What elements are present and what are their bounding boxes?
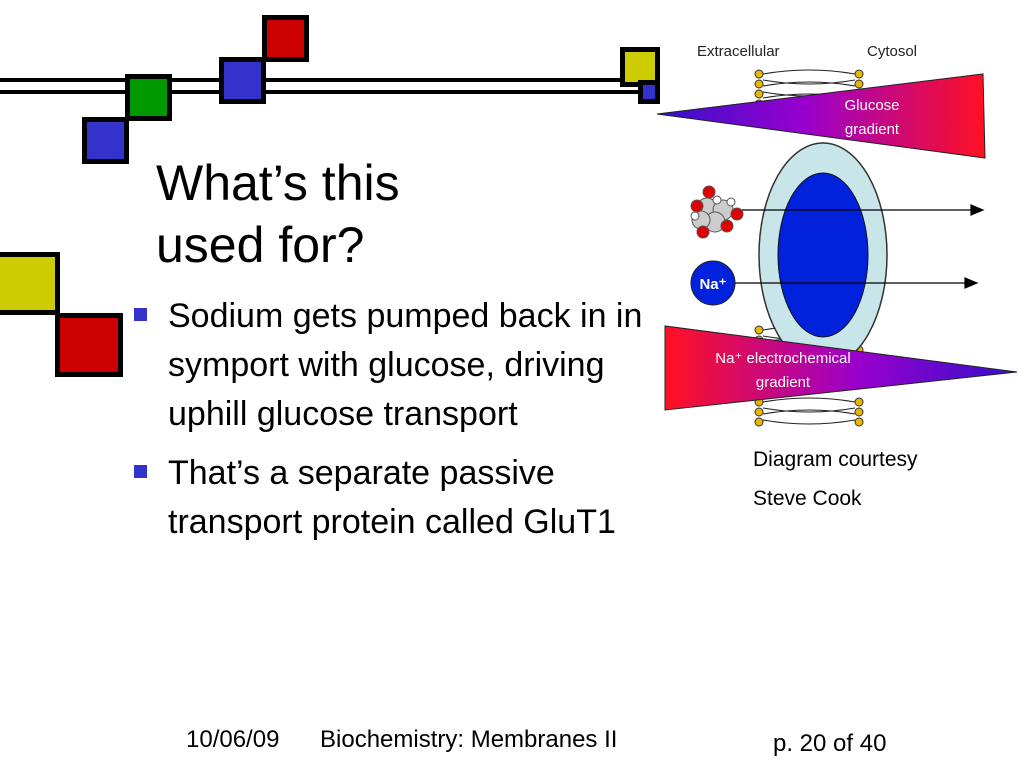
bullet-item: Sodium gets pumped back in in symport wi…: [130, 292, 660, 439]
symporter-diagram: Extracellular Cytosol Glucose gradient N…: [656, 43, 1018, 427]
glucose-molecule-icon: [690, 185, 744, 239]
footer-page-number: p. 20 of 40: [773, 730, 887, 757]
bullet-text: That’s a separate passive transport prot…: [168, 454, 616, 541]
na-gradient-label-2: gradient: [756, 374, 811, 391]
decor-square-blue-left: [82, 117, 129, 164]
transporter-channel: [777, 172, 869, 338]
na-gradient-label-1: Na⁺ electrochemical: [715, 350, 850, 367]
decor-square-red-left: [55, 313, 123, 377]
bullet-text: Sodium gets pumped back in in symport wi…: [168, 297, 643, 433]
glucose-gradient-wedge: [656, 73, 986, 159]
bullet-square-icon: [134, 465, 147, 478]
sodium-ion-label: Na⁺: [699, 276, 726, 293]
footer-course-title: Biochemistry: Membranes II: [320, 726, 618, 753]
footer-date: 10/06/09: [186, 726, 280, 753]
decor-square-blue-right: [638, 80, 660, 104]
diagram-credit: Diagram courtesy Steve Cook: [753, 440, 918, 518]
decor-square-green: [125, 74, 172, 121]
bullet-square-icon: [134, 308, 147, 321]
credit-line-2: Steve Cook: [753, 487, 862, 510]
flux-arrows: [733, 204, 985, 289]
slide-title: What’s this used for?: [156, 155, 400, 273]
bullet-item: That’s a separate passive transport prot…: [130, 449, 660, 547]
label-extracellular: Extracellular: [697, 43, 780, 60]
decor-square-red-top: [262, 15, 309, 62]
glucose-gradient-label-2: gradient: [845, 121, 900, 138]
sodium-ion-icon: [690, 260, 736, 306]
bullet-list: Sodium gets pumped back in in symport wi…: [130, 292, 660, 557]
decor-line-top: [0, 78, 660, 82]
credit-line-1: Diagram courtesy: [753, 448, 918, 471]
decor-square-blue-top: [219, 57, 266, 104]
decor-square-yellow-left: [0, 252, 60, 315]
na-gradient-wedge: [664, 325, 1018, 411]
decor-line-bottom: [0, 90, 660, 94]
glucose-gradient-label-1: Glucose: [844, 97, 899, 114]
label-cytosol: Cytosol: [867, 43, 917, 60]
